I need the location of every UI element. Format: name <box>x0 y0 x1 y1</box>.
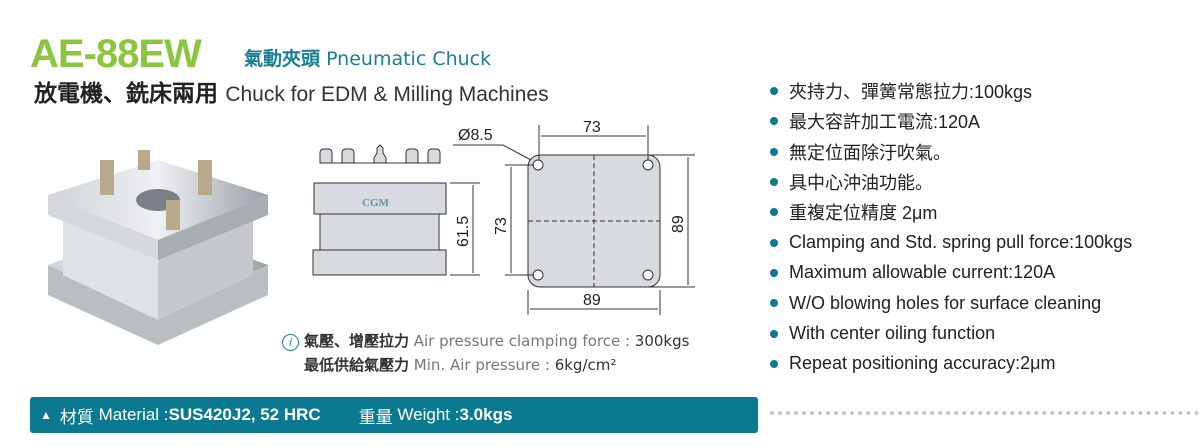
feature-item: Repeat positioning accuracy:2μm <box>770 349 1132 379</box>
pressure-notes: i 氣壓、增壓拉力 Air pressure clamping force : 3… <box>282 329 689 377</box>
feature-text: 具中心沖油功能。 <box>789 173 933 194</box>
feature-list: 夾持力、彈簧常態拉力:100kgs 最大容許加工電流:120A 無定位面除汙吹氣… <box>770 76 1132 379</box>
feature-item: With center oiling function <box>770 318 1132 348</box>
feature-text: 夾持力、彈簧常態拉力:100kgs <box>789 82 1033 103</box>
dim-top: 73 <box>583 119 601 136</box>
subtitle: 氣動夾頭 Pneumatic Chuck <box>244 44 491 71</box>
subtitle-en: Pneumatic Chuck <box>326 48 492 70</box>
feature-item: 夾持力、彈簧常態拉力:100kgs <box>770 76 1132 106</box>
feature-text: Maximum allowable current:120A <box>789 262 1056 283</box>
bullet-icon <box>770 208 778 217</box>
bullet-icon <box>770 268 778 277</box>
dim-left: 73 <box>493 217 510 235</box>
feature-item: Clamping and Std. spring pull force:100k… <box>770 227 1132 257</box>
spec-bar: ▲ 材質 Material : SUS420J2, 52 HRC 重量 Weig… <box>30 397 758 433</box>
bullet-icon <box>770 329 778 338</box>
bullet-icon <box>770 87 778 96</box>
subtitle-zh: 氣動夾頭 <box>244 48 321 70</box>
product-photo <box>48 150 268 345</box>
feature-text: 重複定位精度 2μm <box>789 203 938 224</box>
note2-zh: 最低供給氣壓力 <box>304 356 410 374</box>
material-zh: 材質 <box>59 407 94 427</box>
model-number: AE-88EW <box>30 32 202 76</box>
usage-title: 放電機、銑床兩用 Chuck for EDM & Milling Machine… <box>34 74 549 108</box>
triangle-icon: ▲ <box>40 408 52 422</box>
feature-item: Maximum allowable current:120A <box>770 258 1132 288</box>
bullet-icon <box>770 117 778 126</box>
bullet-icon <box>770 147 778 156</box>
feature-text: Clamping and Std. spring pull force:100k… <box>789 232 1133 253</box>
feature-item: W/O blowing holes for surface cleaning <box>770 288 1132 318</box>
note2-en: Min. Air pressure : <box>413 356 555 374</box>
weight-zh: 重量 <box>358 407 393 427</box>
feature-text: Repeat positioning accuracy:2μm <box>789 353 1056 374</box>
note1-value: 300kgs <box>634 332 690 350</box>
feature-item: 最大容許加工電流:120A <box>770 106 1132 136</box>
drawing-logo: CGM <box>362 197 390 209</box>
dim-right: 89 <box>670 215 687 233</box>
feature-text: With center oiling function <box>789 323 996 344</box>
bullet-icon <box>770 178 778 187</box>
feature-text: 無定位面除汙吹氣。 <box>789 142 951 163</box>
feature-item: 無定位面除汙吹氣。 <box>770 137 1132 167</box>
technical-drawing: CGM Ø8.5 73 89 73 89 61.5 <box>312 119 695 315</box>
dim-side-height: 61.5 <box>455 216 472 247</box>
note2-value: 6kg/cm² <box>554 356 617 374</box>
bullet-icon <box>770 299 778 308</box>
diameter-label: Ø8.5 <box>458 127 493 144</box>
info-icon: i <box>282 334 299 351</box>
feature-text: W/O blowing holes for surface cleaning <box>789 292 1102 313</box>
dotted-divider <box>770 411 1199 415</box>
feature-text: 最大容許加工電流:120A <box>789 112 981 133</box>
note1-zh: 氣壓、增壓拉力 <box>304 332 410 350</box>
usage-en: Chuck for EDM & Milling Machines <box>225 83 549 106</box>
material-value: SUS420J2, 52 HRC <box>168 405 321 424</box>
usage-zh: 放電機、銑床兩用 <box>34 81 218 107</box>
bullet-icon <box>770 359 778 368</box>
feature-item: 重複定位精度 2μm <box>770 197 1132 227</box>
bullet-icon <box>770 238 778 247</box>
note1-en: Air pressure clamping force : <box>413 332 635 350</box>
feature-item: 具中心沖油功能。 <box>770 167 1132 197</box>
weight-value: 3.0kgs <box>459 405 513 424</box>
dim-bottom: 89 <box>583 292 601 309</box>
weight-en: Weight : <box>397 405 460 424</box>
material-en: Material : <box>98 405 169 424</box>
